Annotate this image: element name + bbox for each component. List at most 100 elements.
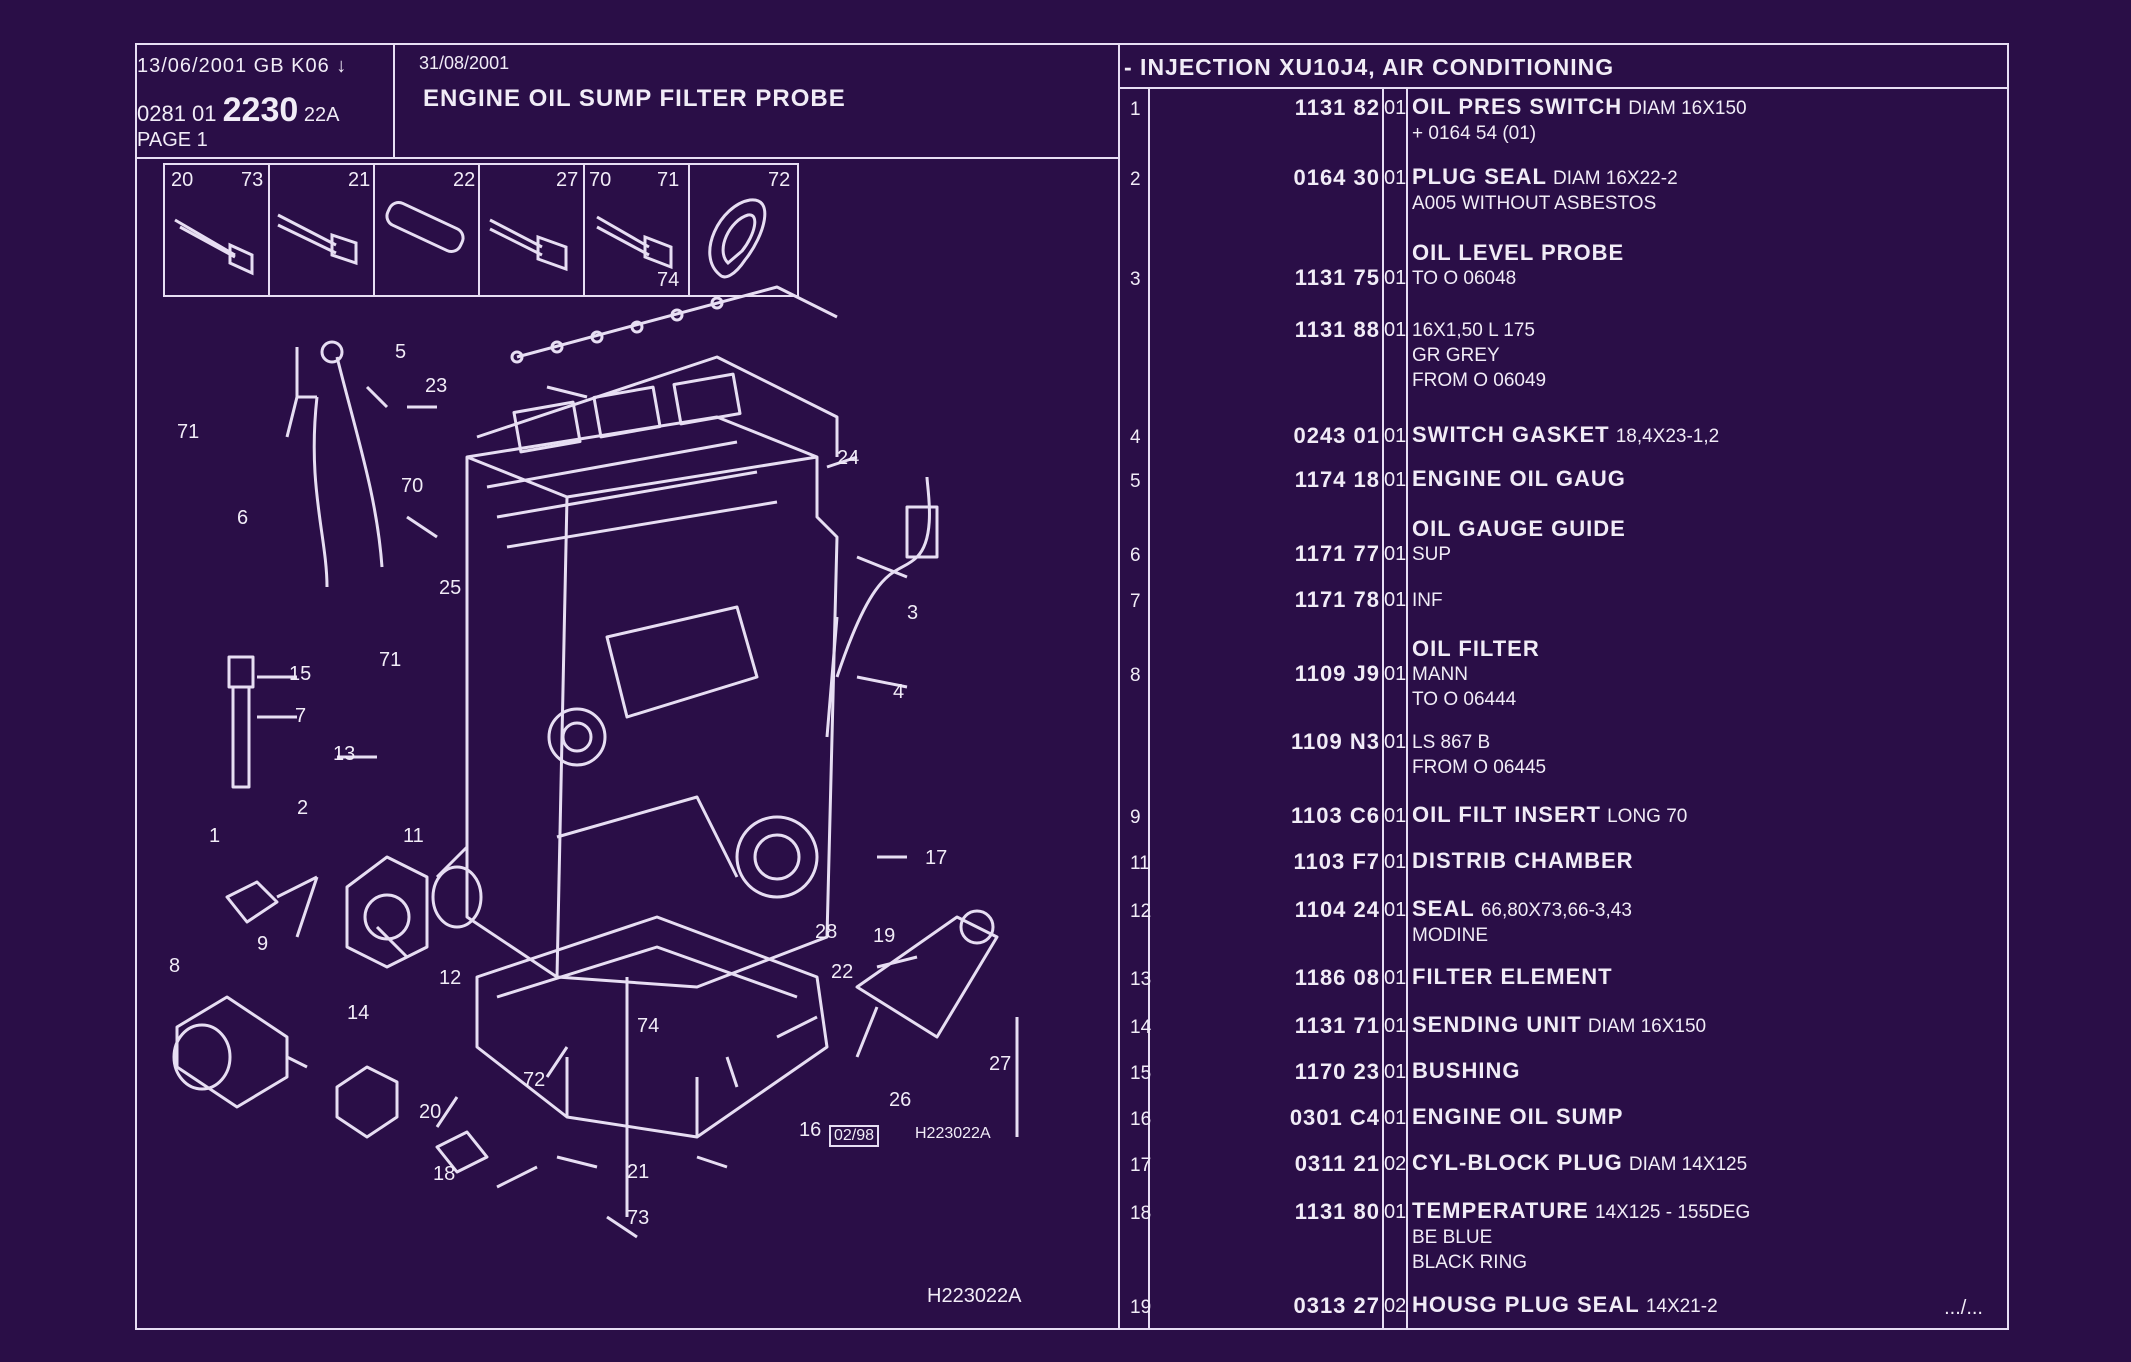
fastener-thumbnails: 20 73 21 22: [163, 163, 799, 297]
item-number: 7: [1130, 591, 1141, 612]
part-spec: TO O 06048: [1412, 268, 1517, 289]
callout-12: 12: [439, 967, 462, 989]
bolt-icon: [174, 218, 254, 276]
continuation-mark: .../...: [1944, 1297, 1983, 1319]
part-spec: LS 867 B: [1412, 732, 1491, 753]
part-description: HOUSG PLUG SEAL 14X21-2: [1412, 1292, 1718, 1319]
quantity: 01: [1384, 1015, 1407, 1037]
quantity: 01: [1384, 425, 1407, 447]
part-name: ENGINE OIL SUMP: [1412, 1104, 1624, 1129]
callout-2: 2: [297, 797, 309, 819]
thumb-gasket: 72: [690, 165, 795, 295]
callout-71b: 71: [379, 649, 402, 671]
callout-6: 6: [237, 507, 249, 529]
callout-14: 14: [347, 1002, 370, 1024]
item-number: 4: [1130, 427, 1141, 448]
part-note: FROM O 06445: [1412, 757, 1547, 778]
part-name: OIL FILTER: [1412, 636, 1540, 661]
thumb-stud: 22: [375, 165, 480, 295]
part-note: A005 WITHOUT ASBESTOS: [1412, 193, 1657, 214]
gasket-icon: [708, 198, 767, 279]
quantity: 02: [1384, 1295, 1407, 1317]
callout-72: 72: [523, 1069, 546, 1091]
part-description: LS 867 B FROM O 06445: [1412, 728, 1546, 780]
part-reference: 1131 88: [1294, 317, 1380, 342]
quantity: 01: [1384, 97, 1407, 119]
part-reference: 1174 18: [1294, 467, 1380, 492]
item-number: 14: [1130, 1017, 1152, 1038]
quantity: 01: [1384, 851, 1407, 873]
part-reference: 1171 78: [1294, 587, 1380, 612]
callout-18: 18: [433, 1163, 456, 1185]
callout-20: 20: [419, 1101, 442, 1123]
part-name: CYL-BLOCK PLUG: [1412, 1150, 1623, 1175]
part-reference: 0313 27: [1293, 1293, 1380, 1318]
callout-7: 7: [295, 705, 307, 727]
callout-70: 70: [401, 475, 424, 497]
bolt-icon: [596, 215, 673, 270]
quantity: 01: [1384, 1107, 1407, 1129]
page-title: ENGINE OIL SUMP FILTER PROBE: [423, 85, 846, 112]
quantity: 01: [1384, 899, 1407, 921]
item-number: 6: [1130, 545, 1141, 566]
part-name: OIL FILT INSERT: [1412, 802, 1601, 827]
part-description: OIL FILT INSERT LONG 70: [1412, 802, 1687, 829]
part-reference: 1109 N3: [1291, 729, 1380, 754]
quantity: 01: [1384, 543, 1407, 565]
part-spec: 14X125 - 155DEG: [1594, 1202, 1751, 1223]
part-description: TO O 06048: [1412, 264, 1516, 291]
part-reference: 1131 71: [1294, 1013, 1380, 1038]
part-spec: 66,80X73,66-3,43: [1480, 900, 1632, 921]
engine-exploded-drawing: [172, 285, 1019, 1239]
part-reference: 1186 08: [1294, 965, 1380, 990]
part-name: SEAL: [1412, 896, 1475, 921]
item-number: 5: [1130, 471, 1141, 492]
item-number: 1: [1130, 99, 1141, 120]
part-description: SWITCH GASKET 18,4X23-1,2: [1412, 422, 1719, 449]
quantity: 01: [1384, 469, 1407, 491]
part-description: CYL-BLOCK PLUG DIAM 14X125: [1412, 1150, 1747, 1177]
part-spec: SUP: [1412, 544, 1452, 565]
part-reference: 1103 F7: [1293, 849, 1380, 874]
part-reference: 0243 01: [1293, 423, 1380, 448]
part-description: DISTRIB CHAMBER: [1412, 848, 1634, 873]
part-spec: 16X1,50 L 175: [1412, 320, 1535, 341]
callout-71: 71: [177, 421, 200, 443]
quantity: 01: [1384, 319, 1407, 341]
item-number: 3: [1130, 269, 1141, 290]
part-reference: 1131 80: [1294, 1199, 1380, 1224]
revision-date: 31/08/2001: [419, 53, 510, 73]
part-note: FROM O 06049: [1412, 370, 1547, 391]
item-number: 8: [1130, 665, 1141, 686]
part-spec: INF: [1412, 590, 1443, 611]
item-number: 12: [1130, 901, 1152, 922]
part-name: FILTER ELEMENT: [1412, 964, 1613, 989]
sheet-code-line: 0281 01 2230 22A: [137, 91, 340, 129]
stud-icon: [385, 201, 465, 253]
callout-21: 21: [627, 1161, 650, 1183]
callout-73: 73: [627, 1207, 650, 1229]
callout-25: 25: [439, 577, 462, 599]
drawing-id: H223022A: [915, 1125, 991, 1142]
callout-9: 9: [257, 933, 269, 955]
bolt-icon: [277, 213, 358, 266]
callout-8: 8: [169, 955, 181, 977]
item-number: 17: [1130, 1155, 1152, 1176]
part-reference: 0301 C4: [1289, 1105, 1380, 1130]
quantity: 01: [1384, 805, 1407, 827]
part-spec: 14X21-2: [1645, 1296, 1718, 1317]
callout-16: 16: [799, 1119, 822, 1141]
part-note: BLACK RING: [1412, 1252, 1528, 1273]
quantity: 02: [1384, 1153, 1407, 1175]
variant-header: - INJECTION XU10J4, AIR CONDITIONING: [1120, 45, 2007, 87]
part-description: SENDING UNIT DIAM 16X150: [1412, 1012, 1706, 1039]
revision-stamp: 02/98: [829, 1125, 880, 1147]
page-number: PAGE 1: [137, 129, 208, 151]
part-spec: DIAM 14X125: [1628, 1154, 1748, 1175]
variant-title: - INJECTION XU10J4, AIR CONDITIONING: [1124, 54, 1615, 80]
callout-3: 3: [907, 602, 919, 624]
part-description: SUP: [1412, 540, 1451, 567]
item-number: 15: [1130, 1063, 1152, 1084]
